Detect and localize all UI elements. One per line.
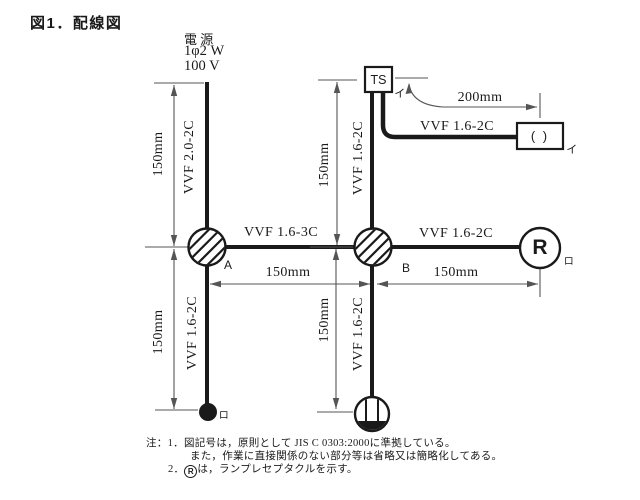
- cable-label-b-to-outlet: VVF 1.6-2C: [351, 296, 366, 372]
- circuit-label-ro-switch: ロ: [218, 410, 230, 422]
- junction-box-b: [353, 227, 393, 267]
- junction-box-b-label: B: [401, 261, 411, 275]
- power-source-name: 電 源: [184, 32, 214, 47]
- cable-label-ts-to-b: VVF 1.6-2C: [351, 120, 366, 196]
- dimension-arrowheads: [170, 82, 538, 409]
- power-source-voltage: 100 V: [184, 58, 220, 74]
- note-1-line-2: また，作業に直接関係のない部分等は省略又は簡略化してある。: [190, 451, 503, 462]
- note-2-text: は，ランプレセプタクルを示す。: [197, 464, 358, 475]
- dim-label-200: 200mm: [457, 90, 503, 105]
- circled-r-symbol: R: [184, 465, 198, 478]
- note-2-prefix: 2．: [168, 464, 185, 475]
- dim-label-br-150: 150mm: [433, 265, 479, 280]
- cable-ts-to-ceiling-rosette: [380, 92, 517, 140]
- cable-label-a-to-b: VVF 1.6-3C: [243, 225, 319, 240]
- dim-label-ab-150: 150mm: [265, 265, 311, 280]
- dimension-lines: [145, 77, 541, 413]
- power-source-phase: 1φ2 W: [184, 43, 225, 59]
- figure-title: 図1．配線図: [30, 15, 123, 32]
- dim-200-leader: [408, 83, 444, 108]
- circuit-label-ro-receptacle: ロ: [563, 256, 575, 268]
- lamp-receptacle-symbol: [518, 226, 562, 270]
- lamp-receptacle-letter: R: [532, 236, 548, 259]
- cable-label-a-to-switch: VVF 1.6-2C: [185, 295, 200, 371]
- timer-switch-label: TS: [370, 72, 387, 87]
- dim-label-a-lower-150: 150mm: [151, 309, 166, 355]
- cable-label-b-to-receptacle: VVF 1.6-2C: [418, 226, 494, 241]
- outlet-wall-mount-fill: [357, 421, 387, 430]
- cable-label-source: VVF 2.0-2C: [182, 119, 197, 195]
- junction-box-b-hatching: [355, 229, 391, 265]
- timer-switch-box: [363, 65, 394, 94]
- outlet-symbol: [353, 395, 391, 433]
- circuit-label-i-rosette: イ: [566, 144, 578, 156]
- cable-label-ts-to-ceiling: VVF 1.6-2C: [419, 119, 495, 134]
- ceiling-rosette-box: [515, 121, 565, 151]
- dim-label-source-150: 150mm: [151, 131, 166, 177]
- junction-box-a-hatching: [189, 229, 225, 265]
- junction-box-a-label: A: [223, 258, 233, 272]
- dim-label-ts-150: 150mm: [317, 142, 332, 188]
- junction-box-a: [187, 227, 227, 267]
- ceiling-rosette-glyph: ( ): [530, 128, 550, 144]
- switch-symbol: [199, 403, 217, 421]
- circuit-label-i-ts: イ: [394, 88, 406, 100]
- dim-label-b-lower-150: 150mm: [317, 297, 332, 343]
- note-1-line-1: 注：1．図記号は，原則として JIS C 0303:2000に準拠している。: [146, 438, 456, 449]
